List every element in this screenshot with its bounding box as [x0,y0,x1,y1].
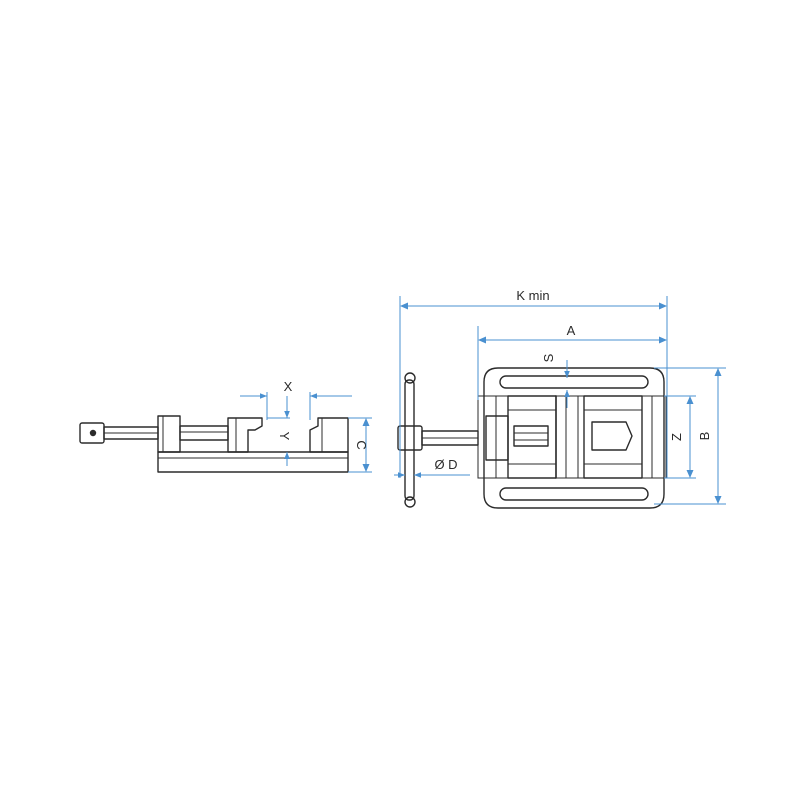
top-screw-nut [513,425,549,447]
guide-rod [179,425,229,441]
dim-label-c: C [354,440,369,449]
handle-pin-hole [89,429,97,437]
fixed-jaw-v-groove [591,421,633,451]
dim-label-y: Y [277,432,292,441]
t-handle-knob-bottom [404,496,416,508]
top-movable-jaw [485,415,509,461]
end-block [157,415,181,453]
dim-label-k-min: K min [516,288,549,303]
dim-label-d: Ø D [434,457,457,472]
mounting-slot-bottom [499,487,649,501]
t-handle-knob-top [404,372,416,384]
side-view: X Y C [79,379,372,473]
dim-label-b: B [697,432,712,441]
movable-jaw [227,417,263,453]
fixed-jaw [309,417,349,453]
body-frame [477,395,667,479]
dim-label-s: S [541,353,556,362]
mounting-slot-top [499,375,649,389]
top-jaw-plate [507,395,557,479]
dim-label-a: A [567,323,576,338]
t-handle-bar [404,379,415,501]
dim-label-x: X [284,379,293,394]
handle-boss [397,425,423,451]
vise-body [483,367,665,509]
top-fixed-jaw [583,395,643,479]
dim-label-z: Z [669,433,684,441]
vise-base [157,451,349,473]
top-view: K min A S Z B Ø D [394,288,726,509]
